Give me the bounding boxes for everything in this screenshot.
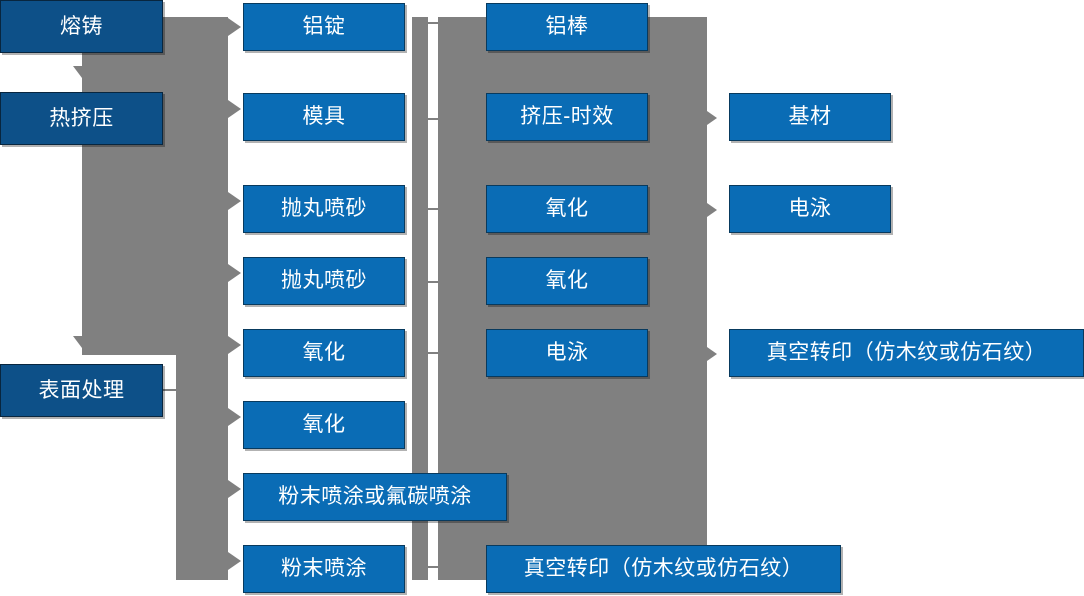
input-label-aluminum-ingot: 铝锭 (302, 15, 346, 39)
process-label-oxidation-2: 氧化 (545, 269, 589, 293)
tick-rail-2 (412, 118, 446, 120)
tick-rail-3 (412, 208, 446, 210)
arrow-to-edp (707, 203, 717, 217)
process-label-extrusion-aging: 挤压-时效 (520, 105, 614, 129)
process-node-extrusion-aging[interactable]: 挤压-时效 (486, 93, 648, 141)
input-node-oxidation-2[interactable]: 氧化 (243, 401, 405, 449)
arrow-to-shotblast-2 (228, 264, 241, 282)
connector-input-rail (412, 17, 428, 580)
output-label-vacuum-transfer-print: 真空转印（仿木纹或仿石纹） (766, 341, 1047, 365)
arrow-to-substrate (707, 111, 717, 125)
stage-node-hot-extrusion[interactable]: 热挤压 (0, 92, 163, 145)
connector-surface-stub (163, 389, 185, 391)
stage-label-casting: 熔铸 (60, 14, 103, 38)
input-label-oxidation-2: 氧化 (302, 413, 346, 437)
stage-node-surface-treatment[interactable]: 表面处理 (0, 364, 163, 417)
input-label-shot-blasting-2: 抛丸喷砂 (281, 269, 367, 293)
tick-rail-1 (412, 22, 446, 24)
tick-rail-6 (412, 566, 446, 568)
arrow-to-powder (228, 552, 241, 570)
arrow-to-oxidize-2 (228, 408, 241, 426)
arrow-to-die (228, 100, 241, 118)
process-node-oxidation-1[interactable]: 氧化 (486, 185, 648, 233)
stage-label-hot-extrusion: 热挤压 (49, 106, 114, 130)
arrow-to-oxidize-1 (228, 336, 241, 354)
output-label-substrate: 基材 (788, 105, 832, 129)
input-node-shot-blasting-1[interactable]: 抛丸喷砂 (243, 185, 405, 233)
output-label-electrophoresis: 电泳 (788, 197, 832, 221)
arrow-down-extrusion-to-surface (73, 336, 91, 348)
input-label-die: 模具 (302, 105, 346, 129)
output-node-electrophoresis[interactable]: 电泳 (729, 185, 891, 233)
connector-stage-spine-lower (176, 355, 228, 580)
process-node-vacuum-transfer-print[interactable]: 真空转印（仿木纹或仿石纹） (486, 545, 841, 593)
tick-rail-4 (412, 281, 446, 283)
arrow-to-ingot (228, 18, 241, 36)
input-node-aluminum-ingot[interactable]: 铝锭 (243, 3, 405, 51)
arrow-to-powder-fluor (228, 480, 241, 498)
process-node-aluminum-bar[interactable]: 铝棒 (486, 3, 648, 51)
input-label-shot-blasting-1: 抛丸喷砂 (281, 197, 367, 221)
tick-rail-5 (412, 352, 446, 354)
process-label-aluminum-bar: 铝棒 (545, 15, 589, 39)
input-node-die[interactable]: 模具 (243, 93, 405, 141)
input-node-powder-coating[interactable]: 粉末喷涂 (243, 545, 405, 593)
process-node-oxidation-2[interactable]: 氧化 (486, 257, 648, 305)
process-label-oxidation-1: 氧化 (545, 197, 589, 221)
input-label-oxidation-1: 氧化 (302, 341, 346, 365)
arrow-to-shotblast-1 (228, 192, 241, 210)
arrow-to-transfer (707, 347, 717, 361)
stage-node-casting[interactable]: 熔铸 (0, 0, 163, 53)
output-node-substrate[interactable]: 基材 (729, 93, 891, 141)
connector-stage-block-upper (82, 17, 228, 355)
input-label-powder-or-fluorocarbon-coating: 粉末喷涂或氟碳喷涂 (278, 485, 472, 509)
process-label-electrophoresis: 电泳 (545, 341, 589, 365)
process-node-electrophoresis[interactable]: 电泳 (486, 329, 648, 377)
input-label-powder-coating: 粉末喷涂 (281, 557, 367, 581)
input-node-oxidation-1[interactable]: 氧化 (243, 329, 405, 377)
stage-label-surface-treatment: 表面处理 (38, 378, 125, 402)
process-label-vacuum-transfer-print: 真空转印（仿木纹或仿石纹） (523, 557, 804, 581)
input-node-powder-or-fluorocarbon-coating[interactable]: 粉末喷涂或氟碳喷涂 (243, 473, 507, 521)
arrow-down-casting-to-extrusion (73, 66, 91, 78)
output-node-vacuum-transfer-print[interactable]: 真空转印（仿木纹或仿石纹） (729, 329, 1084, 377)
input-node-shot-blasting-2[interactable]: 抛丸喷砂 (243, 257, 405, 305)
